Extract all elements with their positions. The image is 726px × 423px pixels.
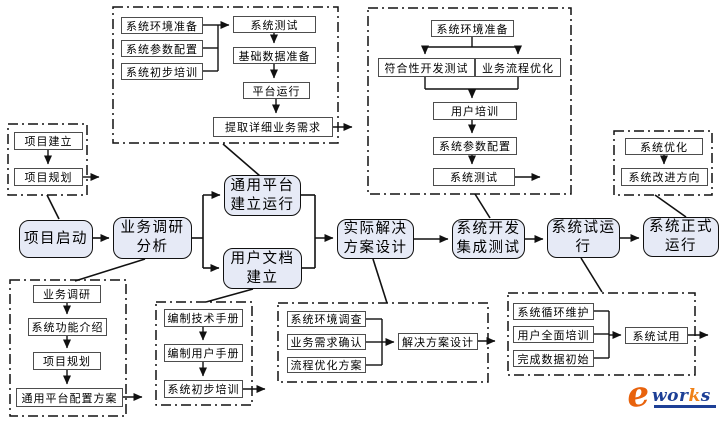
main-step-platform-setup: 通用平台 建立运行 [224, 175, 301, 216]
logo-k: k [688, 386, 701, 406]
step-platform-config-plan: 通用平台配置方案 [16, 388, 123, 407]
main-step-label: 用户文档 [230, 250, 295, 267]
main-step-solution-design: 实际解决 方案设计 [337, 219, 414, 259]
main-step-formal-run: 系统正式 运行 [643, 217, 719, 257]
main-step-label: 行 [575, 239, 592, 255]
step-extract-requirements: 提取详细业务需求 [213, 117, 333, 137]
detail-link-line [654, 194, 687, 218]
step-tech-manual: 编制技术手册 [164, 309, 243, 327]
step-business-research: 业务调研 [33, 285, 101, 303]
eworks-logo-text: works [652, 386, 711, 406]
detail-link-line [372, 258, 388, 304]
detail-link-line [474, 193, 491, 219]
step-system-trial: 系统试用 [625, 327, 688, 344]
main-step-label: 项目启动 [24, 230, 88, 247]
main-step-label: 方案设计 [343, 240, 408, 256]
eworks-logo: e works [625, 373, 723, 418]
main-step-label: 实际解决 [343, 221, 408, 238]
detail-link-line [46, 194, 60, 220]
main-step-label: 运行 [665, 238, 697, 254]
container-trial-detail [507, 292, 696, 376]
main-step-trial-run: 系统试运 行 [547, 218, 620, 258]
main-step-label: 分析 [136, 239, 169, 255]
step-system-optimization: 系统优化 [625, 138, 703, 155]
container-docs-detail [155, 301, 253, 406]
step-system-test: 系统测试 [433, 168, 515, 186]
main-step-label: 建立运行 [230, 196, 295, 213]
step-param-config: 系统参数配置 [433, 137, 517, 155]
step-env-survey: 系统环境调查 [287, 311, 366, 327]
step-requirement-confirm: 业务需求确认 [287, 334, 366, 350]
container-formal-run-detail [613, 130, 713, 196]
main-step-label: 集成测试 [456, 240, 521, 256]
main-step-label: 系统试运 [551, 220, 616, 237]
main-step-dev-integration-test: 系统开发 集成测试 [452, 219, 525, 259]
detail-link-line [205, 288, 254, 303]
detail-link-line [222, 143, 261, 177]
main-step-label: 系统开发 [456, 221, 521, 238]
main-step-user-docs: 用户文档 建立 [223, 248, 302, 289]
main-step-label: 通用平台 [230, 177, 295, 194]
detail-link-line [580, 257, 603, 293]
step-env-prep: 系统环境准备 [431, 20, 514, 37]
step-project-plan: 项目规划 [33, 352, 101, 370]
step-compliance-test: 符合性开发测试 [378, 58, 475, 77]
logo-wor: wor [652, 386, 689, 406]
main-step-label: 业务调研 [120, 220, 185, 237]
step-project-plan: 项目规划 [14, 168, 83, 186]
step-initial-training: 系统初步培训 [164, 380, 243, 398]
eworks-logo-e-swoosh: e [624, 372, 652, 417]
step-solution-design: 解决方案设计 [398, 333, 478, 350]
main-step-label: 建立 [246, 269, 279, 286]
step-cycle-maintenance: 系统循环维护 [513, 303, 594, 320]
main-step-label: 系统正式 [649, 219, 713, 236]
step-system-test: 系统测试 [233, 16, 316, 33]
container-platform-setup-detail [112, 6, 339, 144]
step-user-manual: 编制用户手册 [164, 344, 243, 362]
step-initial-training: 系统初步培训 [121, 63, 203, 80]
step-user-training: 用户培训 [433, 102, 517, 120]
container-dev-test-detail [367, 7, 572, 195]
step-improvement-direction: 系统改进方向 [621, 168, 708, 186]
step-process-optimization: 业务流程优化 [475, 58, 561, 77]
logo-s: s [700, 386, 711, 406]
step-data-init: 完成数据初始 [513, 350, 594, 367]
step-full-training: 用户全面培训 [513, 326, 594, 343]
step-process-plan: 流程优化方案 [287, 357, 366, 373]
eworks-logo-underline [654, 405, 716, 408]
main-step-business-research: 业务调研 分析 [113, 217, 192, 259]
container-research-detail [9, 279, 127, 417]
step-param-config: 系统参数配置 [121, 40, 203, 57]
main-step-project-start: 项目启动 [19, 220, 93, 258]
step-project-create: 项目建立 [14, 132, 83, 150]
step-env-prep: 系统环境准备 [121, 17, 203, 34]
detail-link-line [74, 258, 146, 282]
step-platform-run: 平台运行 [243, 82, 310, 99]
step-base-data-prep: 基础数据准备 [233, 47, 316, 64]
step-function-intro: 系统功能介绍 [28, 318, 107, 336]
